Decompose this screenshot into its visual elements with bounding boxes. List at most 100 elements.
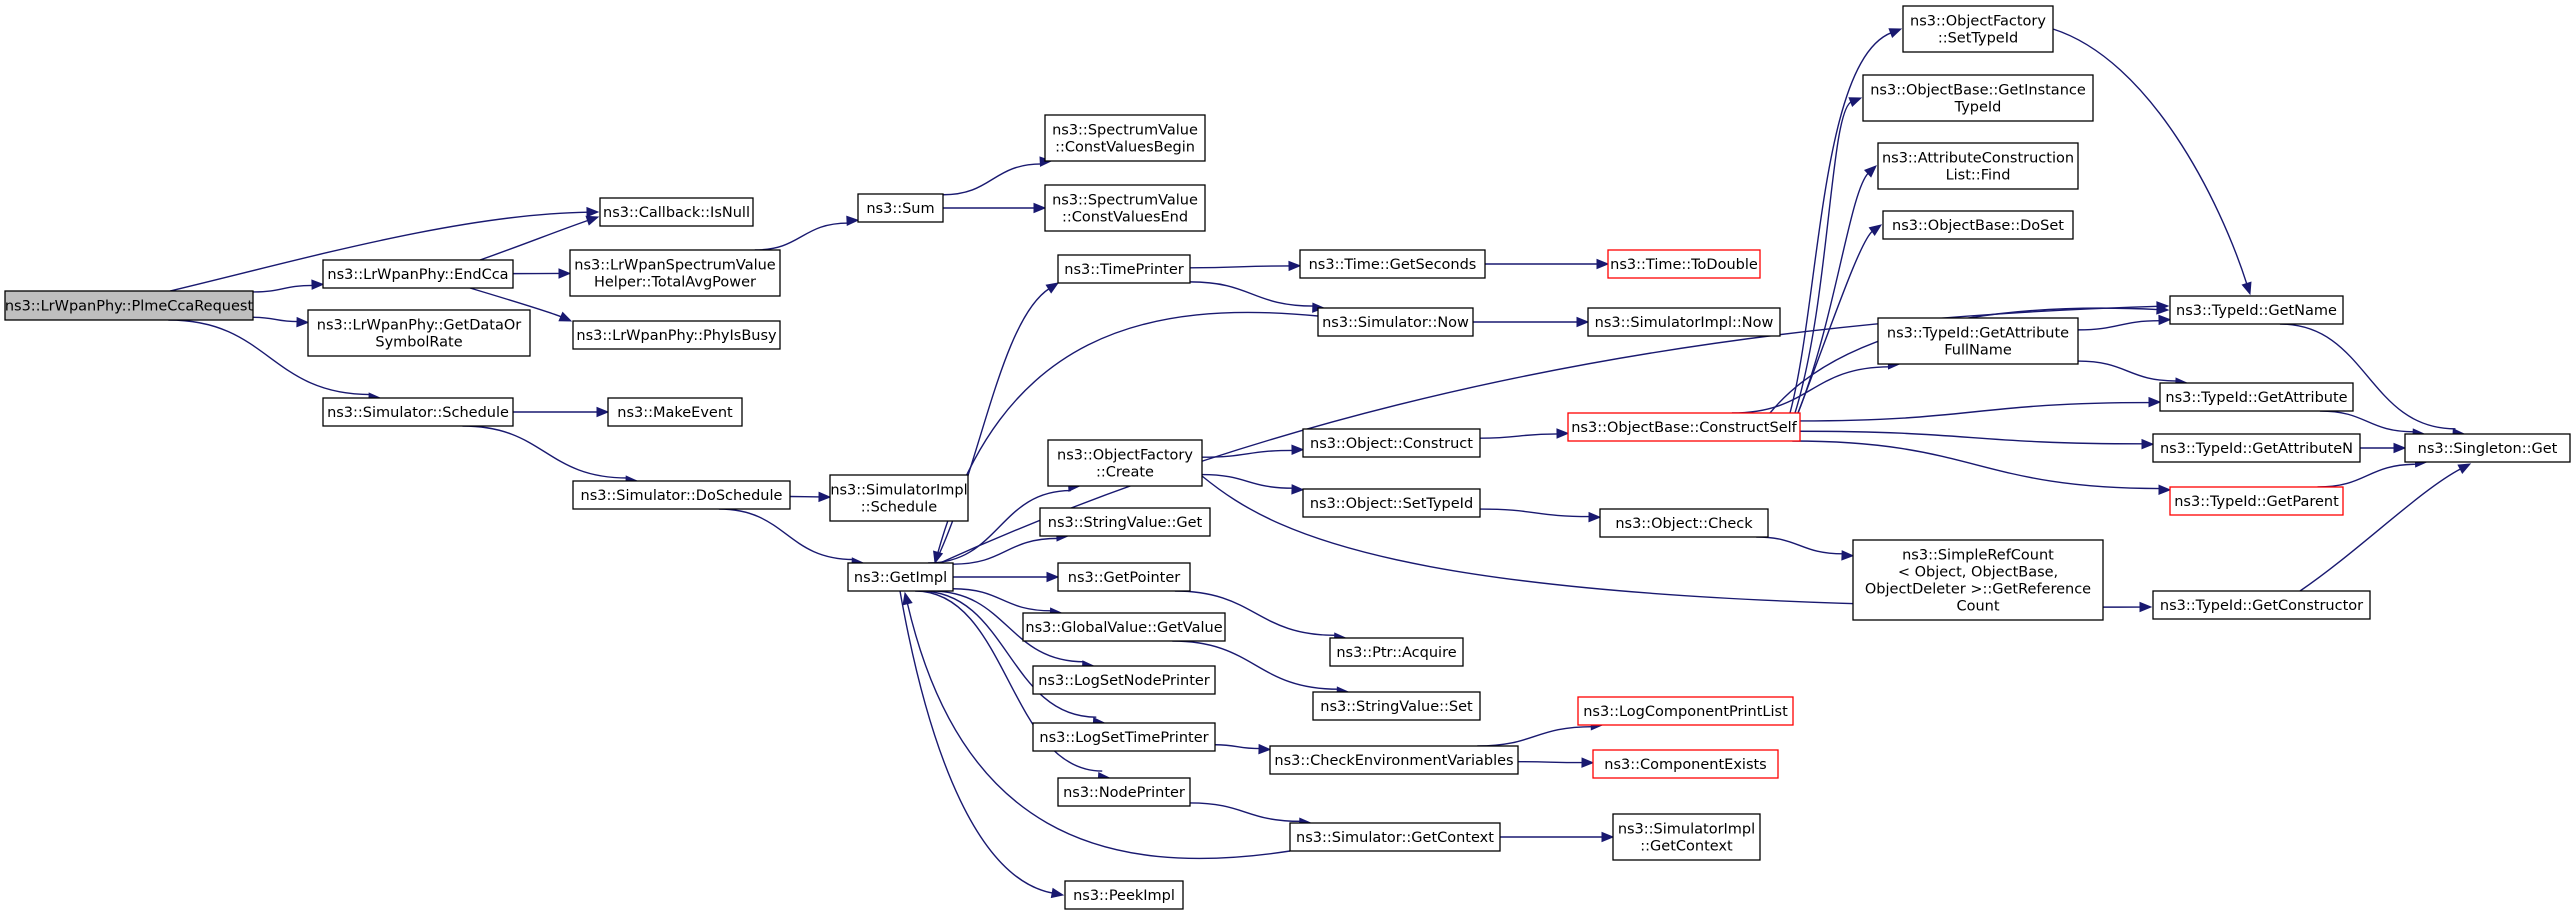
edge-arrowhead xyxy=(2139,601,2153,613)
node-label: TypeId xyxy=(1954,100,2002,116)
node-getpointer[interactable]: ns3::GetPointer xyxy=(1057,562,1191,592)
node-makeevent[interactable]: ns3::MakeEvent xyxy=(607,397,743,427)
edge-line xyxy=(718,508,854,561)
edge-arrowhead xyxy=(902,591,913,606)
node-label: ::ConstValuesEnd xyxy=(1062,210,1188,226)
node-objsettypeid[interactable]: ns3::Object::SetTypeId xyxy=(1302,488,1481,518)
node-cvend[interactable]: ns3::SpectrumValue::ConstValuesEnd xyxy=(1044,184,1206,232)
node-box xyxy=(1852,539,2104,621)
edge-getimpl-to-timeprinter xyxy=(934,282,1060,564)
node-getseconds[interactable]: ns3::Time::GetSeconds xyxy=(1299,249,1486,279)
node-todouble[interactable]: ns3::Time::ToDouble xyxy=(1607,249,1761,279)
node-label: Count xyxy=(1956,599,1999,615)
node-label: ::SetTypeId xyxy=(1938,31,2018,47)
node-box xyxy=(1577,696,1794,726)
node-box xyxy=(1057,562,1191,592)
node-ptracquire[interactable]: ns3::Ptr::Acquire xyxy=(1329,637,1464,667)
node-box xyxy=(1592,749,1779,779)
edge-endcca-to-isnull xyxy=(479,215,600,261)
node-ofsettypeid[interactable]: ns3::ObjectFactory::SetTypeId xyxy=(1902,5,2054,53)
node-label: ns3::Object::SetTypeId xyxy=(1310,496,1473,512)
node-tidgetctor[interactable]: ns3::TypeId::GetConstructor xyxy=(2152,590,2371,620)
edge-obconstructself-to-tidgetattrn xyxy=(1799,430,2155,450)
edge-line xyxy=(1201,449,1294,458)
node-tidgetattr[interactable]: ns3::TypeId::GetAttribute xyxy=(2159,382,2354,412)
node-nodeprinter[interactable]: ns3::NodePrinter xyxy=(1057,777,1191,807)
node-checkenv[interactable]: ns3::CheckEnvironmentVariables xyxy=(1269,745,1519,775)
node-timeprinter[interactable]: ns3::TimePrinter xyxy=(1057,254,1191,284)
edge-line xyxy=(939,305,2159,564)
node-label: ns3::Object::Construct xyxy=(1310,436,1473,452)
node-label: ::Schedule xyxy=(861,500,937,516)
node-logcompprint[interactable]: ns3::LogComponentPrintList xyxy=(1577,696,1794,726)
edge-arrowhead xyxy=(1576,316,1590,328)
node-stringget[interactable]: ns3::StringValue::Get xyxy=(1039,507,1211,537)
node-cvbegin[interactable]: ns3::SpectrumValue::ConstValuesBegin xyxy=(1044,114,1206,162)
edge-line xyxy=(1792,440,2161,490)
node-tidgetname[interactable]: ns3::TypeId::GetName xyxy=(2169,295,2344,325)
node-objconstruct[interactable]: ns3::Object::Construct xyxy=(1302,428,1481,458)
node-totalavg[interactable]: ns3::LrWpanSpectrumValueHelper::TotalAvg… xyxy=(569,249,781,297)
node-label: ns3::SimulatorImpl xyxy=(830,483,967,499)
node-tidgetattrn[interactable]: ns3::TypeId::GetAttributeN xyxy=(2152,433,2361,463)
edge-endcca-to-phyisbusy xyxy=(469,287,573,322)
node-isnull[interactable]: ns3::Callback::IsNull xyxy=(599,197,754,227)
edge-sum-to-cvbegin xyxy=(942,156,1053,196)
node-simimplsched[interactable]: ns3::SimulatorImpl::Schedule xyxy=(829,474,969,522)
edge-arrowhead xyxy=(2156,304,2170,315)
node-simplerefcount[interactable]: ns3::SimpleRefCount< Object, ObjectBase,… xyxy=(1852,539,2104,621)
node-simgetctx[interactable]: ns3::Simulator::GetContext xyxy=(1289,822,1501,852)
edge-line xyxy=(1479,433,1559,439)
node-label: ns3::SpectrumValue xyxy=(1052,193,1198,209)
edge-timeprinter-to-getseconds xyxy=(1189,260,1302,272)
edge-totalavg-to-sum xyxy=(754,215,860,251)
node-gvgetvalue[interactable]: ns3::GlobalValue::GetValue xyxy=(1022,612,1226,642)
edge-arrowhead xyxy=(296,316,310,328)
node-ofcreate[interactable]: ns3::ObjectFactory::Create xyxy=(1047,439,1203,487)
node-sum[interactable]: ns3::Sum xyxy=(857,193,944,223)
edge-line xyxy=(952,537,1059,565)
node-stringset[interactable]: ns3::StringValue::Set xyxy=(1312,691,1481,721)
edge-line xyxy=(462,425,628,479)
node-label: ns3::ObjectBase::GetInstance xyxy=(1870,83,2086,99)
edge-obconstructself-to-tidgetattr xyxy=(1799,396,2162,422)
node-box xyxy=(569,249,781,297)
edge-arrowhead xyxy=(586,206,600,218)
node-simnow[interactable]: ns3::Simulator::Now xyxy=(1317,307,1474,337)
edge-line xyxy=(169,211,589,292)
edge-getimpl-to-logsettime xyxy=(920,590,1106,728)
node-objcheck[interactable]: ns3::Object::Check xyxy=(1599,508,1769,538)
node-compexists[interactable]: ns3::ComponentExists xyxy=(1592,749,1779,779)
node-simimplgetctx[interactable]: ns3::SimulatorImpl::GetContext xyxy=(1612,813,1761,861)
edge-sum-to-cvend xyxy=(942,202,1047,214)
node-singleton[interactable]: ns3::Singleton::Get xyxy=(2404,433,2571,463)
node-logsettime[interactable]: ns3::LogSetTimePrinter xyxy=(1032,722,1216,752)
edge-line xyxy=(479,219,589,261)
node-tidgetparent[interactable]: ns3::TypeId::GetParent xyxy=(2169,486,2344,516)
edge-arrowhead xyxy=(846,215,860,227)
node-box xyxy=(2152,590,2371,620)
edge-line xyxy=(1189,265,1291,269)
node-label: ns3::TypeId::GetConstructor xyxy=(2160,598,2363,614)
node-getimpl[interactable]: ns3::GetImpl xyxy=(847,562,954,592)
node-peekimpl[interactable]: ns3::PeekImpl xyxy=(1064,880,1184,910)
node-logsetnode[interactable]: ns3::LogSetNodePrinter xyxy=(1032,665,1216,695)
edge-arrowhead xyxy=(1863,165,1877,178)
node-schedule[interactable]: ns3::Simulator::Schedule xyxy=(322,397,514,427)
node-label: ns3::MakeEvent xyxy=(617,405,733,421)
edge-line xyxy=(2077,360,2178,382)
edge-line xyxy=(1479,508,1591,518)
edge-arrowhead xyxy=(1556,428,1570,439)
node-simimplnow[interactable]: ns3::SimulatorImpl::Now xyxy=(1587,307,1781,337)
node-obconstructself[interactable]: ns3::ObjectBase::ConstructSelf xyxy=(1567,412,1801,442)
node-label: ns3::TypeId::GetName xyxy=(2176,303,2337,319)
node-endcca[interactable]: ns3::LrWpanPhy::EndCca xyxy=(322,259,514,289)
node-doschedule[interactable]: ns3::Simulator::DoSchedule xyxy=(572,480,791,510)
edge-ofcreate-to-objsettypeid xyxy=(1201,473,1305,495)
node-obdoset[interactable]: ns3::ObjectBase::DoSet xyxy=(1882,210,2074,240)
node-phyisbusy[interactable]: ns3::LrWpanPhy::PhyIsBusy xyxy=(572,320,781,350)
